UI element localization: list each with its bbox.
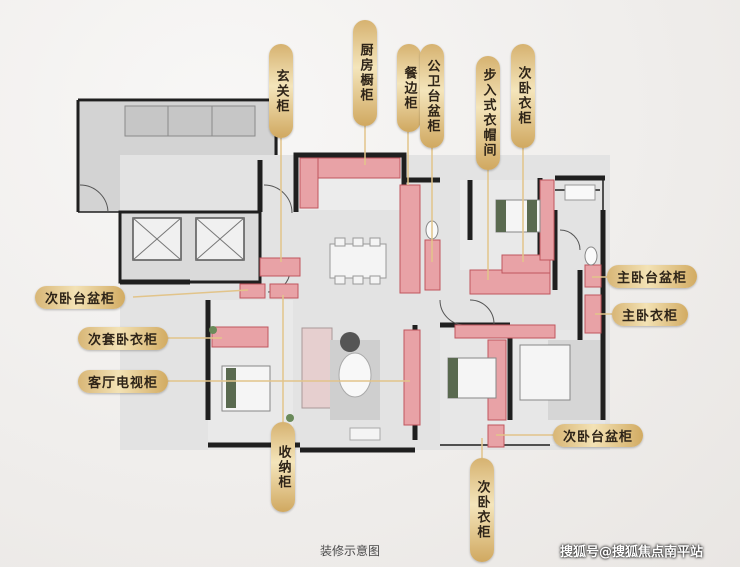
coffee-table xyxy=(338,352,372,398)
walk-in-closet-cabinet xyxy=(469,269,551,295)
second-bedroom-wardrobe-top xyxy=(539,179,555,261)
label-walk-in-closet: 步入式衣帽间 xyxy=(476,56,500,170)
second-bedroom-vanity-right xyxy=(487,424,505,448)
second-suite-wardrobe xyxy=(211,326,269,348)
entrance-cabinet xyxy=(259,257,301,277)
label-living-tv-cabinet: 客厅电视柜 xyxy=(78,370,169,393)
label-storage-cabinet: 收纳柜 xyxy=(271,422,295,512)
sofa xyxy=(301,327,333,409)
label-second-bedroom-vanity-right: 次卧台盆柜 xyxy=(553,424,644,447)
master-bed xyxy=(519,344,571,401)
label-kitchen-cabinet: 厨房橱柜 xyxy=(353,20,377,126)
label-master-wardrobe: 主卧衣柜 xyxy=(612,303,689,326)
master-vanity xyxy=(584,264,602,288)
label-second-bedroom-wardrobe-top: 次卧衣柜 xyxy=(511,44,535,148)
diagram-caption: 装修示意图 xyxy=(320,544,381,558)
label-public-bath-vanity: 公卫台盆柜 xyxy=(420,44,444,148)
dining-table xyxy=(329,243,387,279)
living-tv-cabinet xyxy=(403,329,421,426)
dining-side-cabinet xyxy=(399,184,421,294)
label-second-suite-wardrobe: 次套卧衣柜 xyxy=(78,327,169,350)
watermark: 搜狐号@搜狐焦点南平站 xyxy=(560,545,704,560)
furniture xyxy=(209,184,598,441)
label-second-bedroom-wardrobe-bottom: 次卧衣柜 xyxy=(470,458,494,562)
label-master-vanity: 主卧台盆柜 xyxy=(607,265,698,288)
terrace-cabinet xyxy=(124,105,256,137)
label-second-bedroom-vanity-left: 次卧台盆柜 xyxy=(35,286,126,309)
label-entrance-cabinet: 玄关柜 xyxy=(269,44,293,138)
bedroom-wardrobe-bottom xyxy=(454,324,556,339)
leader-lines xyxy=(132,125,612,458)
label-dining-side-cabinet: 餐边柜 xyxy=(397,44,421,132)
